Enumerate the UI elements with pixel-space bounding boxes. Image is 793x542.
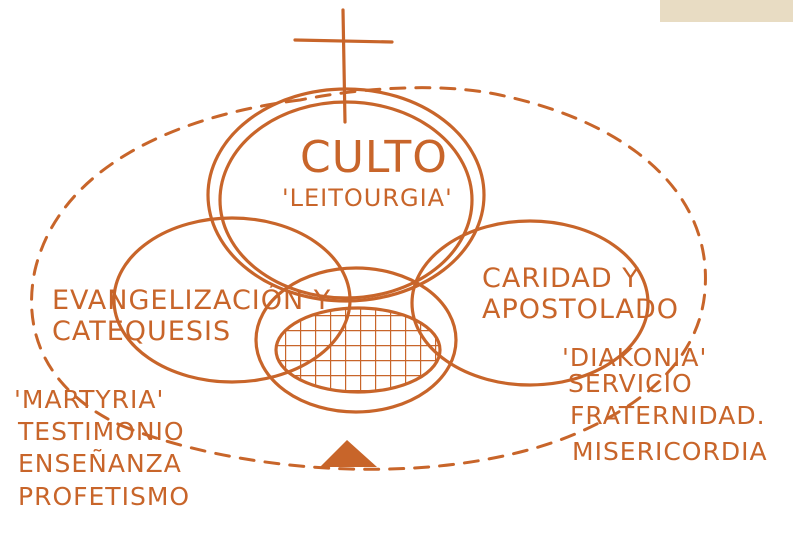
- mountain-icon: [320, 440, 377, 467]
- culto-circle: [206, 87, 486, 303]
- ensenanza-label: ENSEÑANZA: [18, 448, 182, 478]
- fraternidad-label: FRATERNIDAD.: [570, 401, 766, 430]
- profetismo-label: PROFETISMO: [18, 482, 190, 511]
- outer-dashed-boundary: [30, 86, 707, 471]
- evangelizacion-circle: [112, 216, 352, 384]
- culto-title: CULTO: [300, 132, 448, 183]
- servicio-label: SERVICIO: [568, 369, 693, 398]
- crosshatch-center: [274, 306, 442, 394]
- bottom-circle: [254, 266, 458, 414]
- martyria-label: 'MARTYRIA': [14, 385, 164, 414]
- diakonia-label: 'DIAKONIA': [562, 343, 707, 372]
- corner-parchment: [660, 0, 793, 22]
- caridad-label: CARIDAD Y: [482, 263, 640, 294]
- evangelizacion-label: EVANGELIZACIÓN Y: [52, 284, 331, 316]
- misericordia-label: MISERICORDIA: [572, 437, 768, 466]
- apostolado-label: APOSTOLADO: [482, 294, 679, 325]
- culto-subtitle: 'LEITOURGIA': [282, 184, 453, 212]
- catequesis-label: CATEQUESIS: [52, 316, 231, 347]
- testimonio-label: TESTIMONIO: [17, 417, 185, 446]
- caridad-circle: [410, 219, 650, 387]
